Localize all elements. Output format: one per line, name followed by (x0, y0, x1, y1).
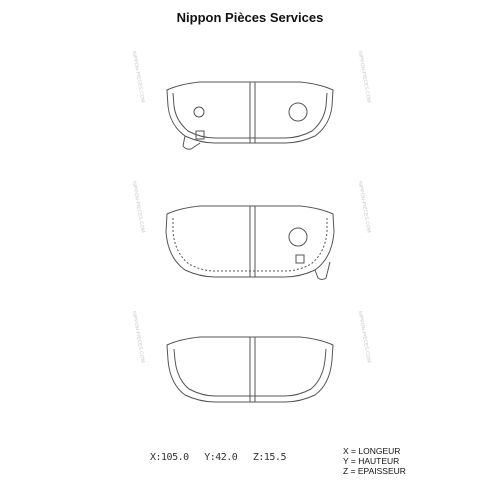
legend-item-y: Y = HAUTEUR (343, 456, 400, 466)
brake-pad-1 (166, 81, 334, 150)
brake-pad-3 (166, 336, 334, 403)
dimension-x: X:105.0 (150, 452, 189, 463)
brake-pad-2 (165, 205, 335, 280)
brand-title: Nippon Pièces Services (176, 10, 324, 25)
dimension-values: X:105.0 Y:42.0 Z:15.5 (150, 452, 296, 463)
legend-item-x: X = LONGEUR (343, 446, 401, 456)
dimension-legend: X = LONGEUR Y = HAUTEUR Z = EPAISSEUR (343, 446, 406, 476)
dimension-z: Z:15.5 (252, 452, 287, 463)
dimension-y: Y:42.0 (204, 452, 238, 463)
legend-item-z: Z = EPAISSEUR (343, 466, 406, 476)
